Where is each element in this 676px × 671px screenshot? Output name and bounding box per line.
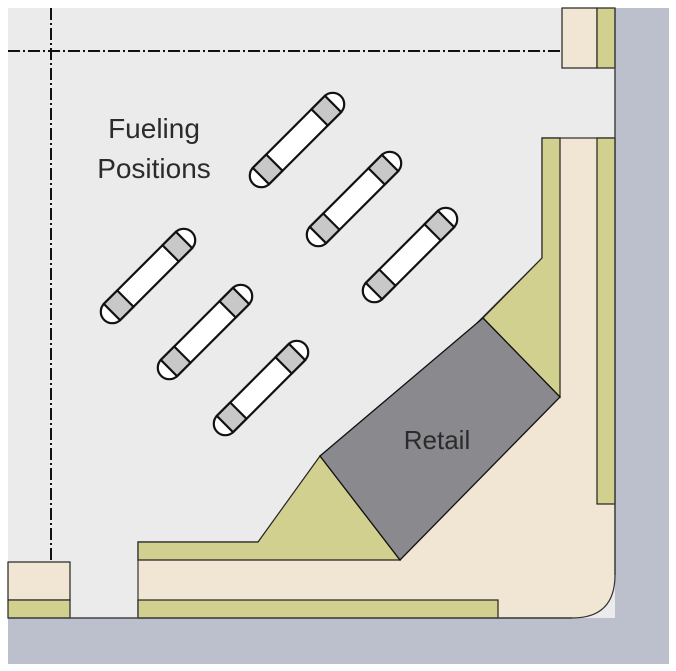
fueling-label-line1: Fueling xyxy=(108,113,200,144)
dispenser-pump xyxy=(366,153,400,187)
dispenser-pump xyxy=(217,286,251,320)
dispenser-pump xyxy=(308,211,342,245)
fuel-dispenser[interactable] xyxy=(96,224,200,328)
fuel-dispenser[interactable] xyxy=(302,147,406,251)
dispenser-pump xyxy=(159,344,193,378)
dispenser-pump xyxy=(273,342,307,376)
retail-building[interactable] xyxy=(319,317,561,561)
fueling-positions xyxy=(96,88,462,440)
bottom-left-sidewalk xyxy=(7,561,71,619)
right-landscape-outer xyxy=(596,137,616,505)
dispenser-pump xyxy=(364,267,398,301)
dispenser-pump xyxy=(215,400,249,434)
fuel-dispenser[interactable] xyxy=(358,203,462,307)
dispenser-pump xyxy=(309,94,343,128)
fuel-dispenser[interactable] xyxy=(245,88,349,192)
fuel-dispenser[interactable] xyxy=(209,336,313,440)
fueling-label-line2: Positions xyxy=(97,153,211,184)
retail-label: Retail xyxy=(404,425,470,455)
top-right-sidewalk xyxy=(561,7,616,69)
fuel-dispenser[interactable] xyxy=(153,280,257,384)
dispenser-pump xyxy=(160,230,194,264)
bottom-landscape-right xyxy=(137,599,499,619)
dispenser-pump xyxy=(251,152,285,186)
dispenser-pump xyxy=(422,209,456,243)
dispenser-pump xyxy=(102,288,136,322)
